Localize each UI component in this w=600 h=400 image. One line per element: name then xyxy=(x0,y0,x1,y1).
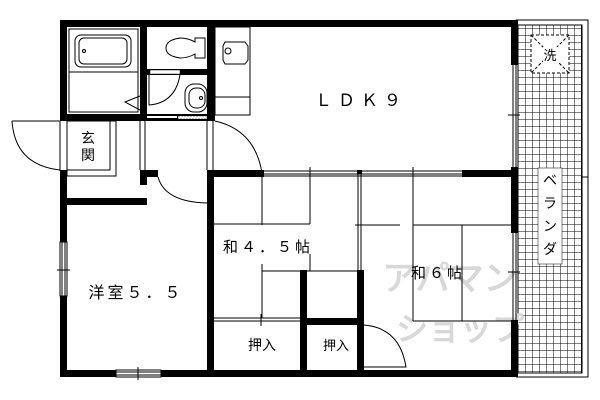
entrance-label-bottom: 関 xyxy=(81,148,95,164)
room-label-washitsu-4.5: 和４．５帖 xyxy=(223,238,313,256)
svg-text:アパマン: アパマン xyxy=(382,259,517,299)
entrance: 玄 関 xyxy=(11,120,117,177)
sliding-doors-ldk xyxy=(264,167,462,200)
south-window xyxy=(115,367,162,380)
west-window xyxy=(57,241,70,297)
hallway xyxy=(139,120,263,174)
watermark: アパマン ショップ xyxy=(382,259,525,348)
bathroom xyxy=(60,20,147,121)
svg-text:ン: ン xyxy=(543,219,557,235)
room-label-ldk: ＬＤＫ９ xyxy=(315,91,407,111)
tatami-6-lines xyxy=(362,177,511,322)
room-label-closet-2: 押入 xyxy=(323,339,349,354)
room-label-western: 洋室５．５ xyxy=(88,283,183,302)
svg-text:ラ: ラ xyxy=(543,196,557,212)
sink-icon xyxy=(184,83,208,113)
room-label-washitsu-6: 和６帖 xyxy=(411,264,465,282)
kitchen-counter xyxy=(214,26,251,116)
room-label-closet-1: 押入 xyxy=(248,338,276,354)
svg-text:ベ: ベ xyxy=(543,173,557,189)
toilet-room xyxy=(140,20,215,121)
partition-tatami xyxy=(355,174,367,370)
washer-label: 洗 xyxy=(543,49,556,64)
toilet-icon xyxy=(165,37,206,59)
entrance-label-top: 玄 xyxy=(81,130,95,147)
svg-text:ダ: ダ xyxy=(543,242,557,258)
svg-text:ショップ: ショップ xyxy=(396,310,525,348)
right-windows xyxy=(508,65,520,320)
bathtub-icon xyxy=(74,34,132,68)
tatami-4.5-lines xyxy=(214,177,358,326)
